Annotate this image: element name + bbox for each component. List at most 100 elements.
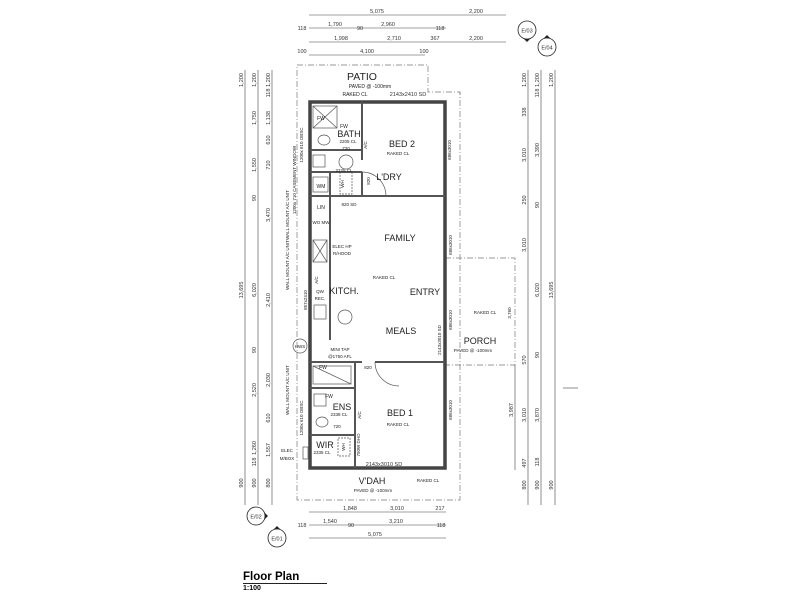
dimension-bottom-row2: 3,210	[389, 519, 403, 525]
room-label-vdah-paved: PAVED @ -100mm	[354, 488, 392, 493]
dimension-right-outer: 13,695	[549, 282, 555, 299]
elevation-marker-circle	[537, 37, 557, 57]
room-label-bath-window: 1200x 610 OBSC	[299, 127, 304, 163]
room-label-ens-door820: 820	[364, 365, 372, 370]
room-label-ens-cl: 2338 CL	[330, 412, 348, 417]
room-label-ens-ac: A/C	[357, 411, 362, 419]
room-label-bed1-win: 686x3010	[448, 400, 453, 420]
dimension-left-inner: 118	[266, 89, 272, 98]
dimension-top-row3: 1,998	[334, 36, 348, 42]
room-label-mini-tap-h: @1750 AFL	[328, 354, 352, 359]
dimension-right-outer: 1,200	[549, 73, 555, 87]
basin-icon	[338, 154, 354, 170]
room-label-bath-ac: A/C	[363, 141, 368, 149]
room-label-kitch: KITCH.	[329, 286, 359, 296]
room-label-patio: PATIO	[347, 71, 377, 83]
dimension-left-inner: 610	[266, 413, 272, 422]
room-label-bed2: BED 2	[389, 139, 415, 149]
room-label-wall-ac2: WALL MOUNT A/C UNIT	[285, 240, 290, 290]
water-heater-icon	[339, 171, 353, 195]
smoke-detector-icon	[337, 309, 353, 325]
dimension-right-outer: 900	[549, 480, 555, 489]
dimension-left-outer: 13,695	[239, 282, 245, 299]
dimension-left-inner: 710	[266, 160, 272, 169]
room-label-bed1: BED 1	[387, 408, 413, 418]
room-label-vdah-raked: RAKED CL	[417, 478, 440, 483]
room-label-ens-window: 1200x 610 OBSC	[299, 400, 304, 436]
shower-icon	[312, 365, 352, 385]
room-label-porch-raked: RAKED CL	[474, 310, 497, 315]
dimension-right-mid: 90	[535, 352, 541, 358]
dimension-top-row3: 2,710	[387, 36, 401, 42]
dimension-top-overall: 5,075	[370, 9, 384, 15]
room-label-ldry: L'DRY	[376, 172, 402, 182]
room-label-bath-door: 720	[342, 146, 350, 151]
dimension-top-row4: 100	[297, 49, 306, 55]
elevation-marker-circle	[267, 528, 287, 548]
dimension-right-inner: 570	[522, 355, 528, 364]
dimension-left-mid: 1,550	[252, 158, 258, 172]
elevation-marker-label: E/04	[541, 46, 552, 52]
dimension-left-mid: 1,200	[252, 73, 258, 87]
dimension-left-inner: 1,138	[266, 111, 272, 125]
elevation-marker-label: E/02	[250, 515, 261, 521]
dimension-left-inner: 1,200	[266, 73, 272, 87]
room-label-fw3: FW	[319, 365, 327, 371]
room-label-patio-paved: PAVED @ -100mm	[349, 84, 391, 90]
dimension-right-inner: 3,010	[522, 408, 528, 422]
room-label-hws: HWS	[295, 344, 306, 349]
toilet-icon	[315, 416, 329, 428]
room-label-ens: ENS	[333, 402, 352, 412]
dimension-top-row4: 100	[419, 49, 428, 55]
dimension-right-inner: 338	[522, 107, 528, 116]
room-label-porch-paved: PAVED @ -100mm	[454, 348, 492, 353]
shower-icon	[312, 105, 338, 129]
dimension-right-inner: 3,010	[522, 238, 528, 252]
trough-icon	[312, 154, 326, 168]
dimension-right-mid: 118	[535, 89, 541, 98]
room-label-vdah: V'DAH	[359, 476, 386, 486]
room-label-porch-dim: 3,760	[507, 307, 512, 319]
room-label-fw1: FW	[317, 116, 325, 122]
dimension-porch-side: 3,987	[509, 403, 515, 417]
meter-box-icon	[302, 446, 309, 460]
dimension-top-overall: 2,200	[469, 9, 483, 15]
dimension-right-mid: 90	[535, 202, 541, 208]
room-label-rec: REC.	[315, 296, 326, 301]
dimension-bottom-row1: 217	[435, 506, 444, 512]
door-swing-icon	[374, 361, 400, 387]
toilet-icon	[317, 134, 331, 146]
dimension-left-mid: 900	[252, 478, 258, 487]
dimension-right-mid: 1,200	[535, 73, 541, 87]
dimension-left-inner: 3,470	[266, 208, 272, 222]
fixtures	[292, 105, 400, 460]
verandah-outline	[296, 92, 461, 501]
dimension-bottom-overall: 5,075	[368, 532, 382, 538]
dimension-right-inner: 1,200	[522, 73, 528, 87]
room-label-wm: WM	[317, 184, 326, 190]
room-label-dho: 750W DHO	[356, 433, 361, 457]
dimension-bottom-row1: 1,848	[343, 506, 357, 512]
room-label-bed1-raked: RAKED CL	[387, 422, 410, 427]
room-label-bath-cl: 2205 CL	[339, 139, 357, 144]
room-label-casement: 1200x 710 CASEMENT WINDOW	[292, 145, 297, 214]
room-label-entry-door: 2143x3010 SD	[437, 324, 442, 355]
room-label-kitch-win: 857x2410	[303, 290, 308, 310]
dimension-left-inner: 1,557	[266, 443, 272, 457]
room-label-elec-hp: ELEC HP	[332, 244, 351, 249]
room-label-bath: BATH	[337, 129, 360, 139]
elevation-marker-circle	[517, 20, 537, 40]
room-label-fw2: FW	[340, 124, 348, 130]
hws-icon	[292, 338, 308, 354]
dimension-bottom-row2: 90	[348, 523, 354, 529]
dimension-left-inner: 610	[266, 135, 272, 144]
room-label-womw: WO MW	[313, 220, 331, 225]
dimension-left-inner: 2,410	[266, 293, 272, 307]
dimension-bottom-row2: 1,540	[323, 519, 337, 525]
elevation-marker-label: E/01	[271, 537, 282, 543]
room-label-meals: MEALS	[386, 326, 417, 336]
dimension-left-mid: 1,260	[252, 441, 258, 455]
drawing-scale: 1:100	[243, 585, 261, 592]
